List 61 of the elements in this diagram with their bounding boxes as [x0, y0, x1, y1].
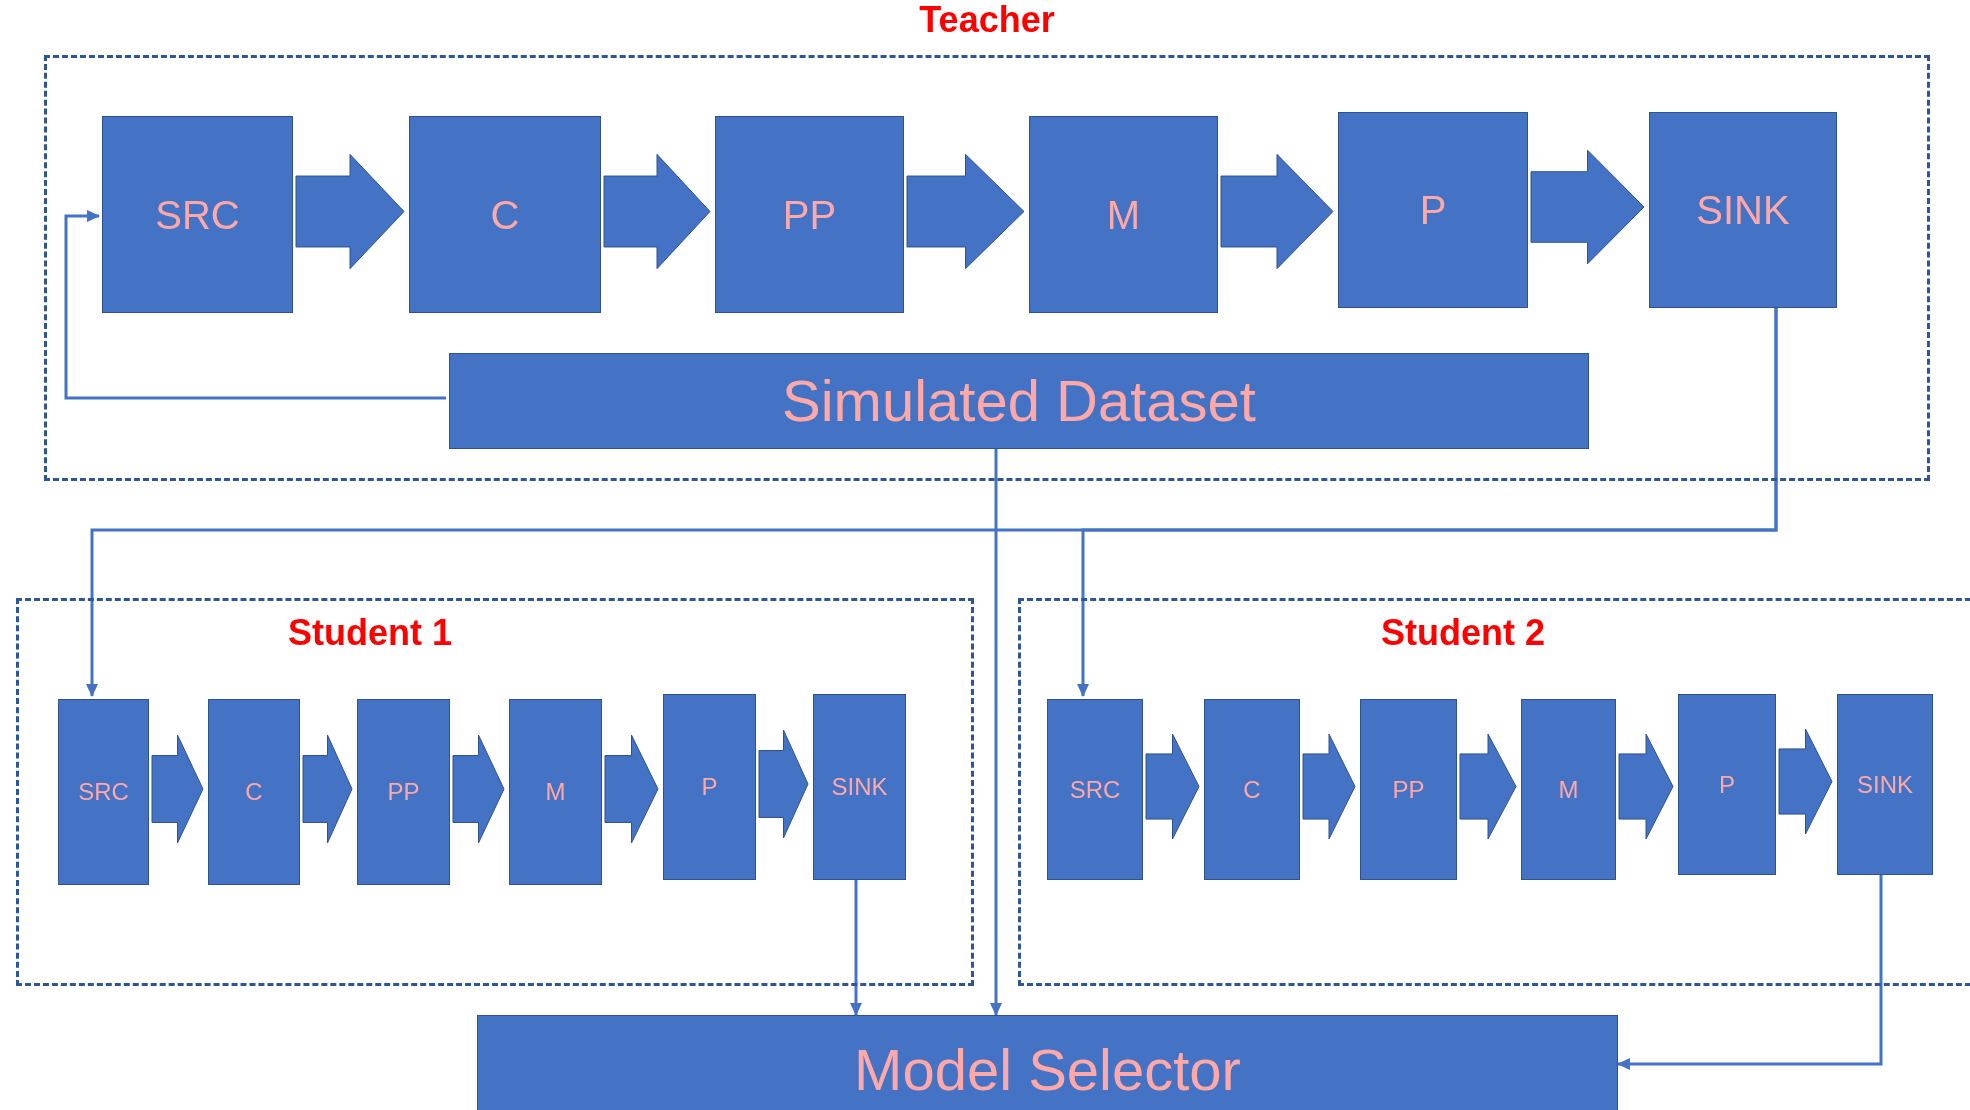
block-arrow [452, 734, 505, 844]
block-arrow [295, 153, 405, 270]
block-arrow [758, 729, 809, 839]
process-box [357, 699, 450, 885]
box-label: P [701, 775, 718, 799]
process-box [409, 116, 601, 313]
process-box [1678, 694, 1776, 875]
connector-arrow [64, 210, 446, 400]
block-arrow [151, 734, 204, 844]
box-label: SINK [1696, 190, 1790, 230]
block-arrow [603, 153, 711, 270]
process-box [1360, 699, 1457, 880]
box-label: PP [1392, 777, 1425, 802]
box-label: SRC [155, 194, 240, 235]
block-arrow [302, 734, 353, 844]
block-arrow [1530, 149, 1645, 265]
box-label: C [245, 780, 263, 804]
process-box [1047, 699, 1143, 880]
box-label: P [1419, 190, 1447, 230]
dashed-group-frame [1018, 598, 1970, 986]
process-box [509, 699, 602, 885]
block-arrow [1220, 153, 1334, 270]
block-arrow [1778, 728, 1833, 835]
box-label: M [1106, 194, 1141, 235]
block-arrow [604, 734, 659, 844]
box-label: SINK [831, 775, 888, 799]
group-title: Teacher [918, 2, 1056, 38]
box-label: C [490, 194, 520, 235]
box-label: M [1558, 777, 1579, 802]
box-label: SINK [1857, 772, 1913, 797]
box-label: PP [387, 780, 420, 804]
block-arrow [1618, 733, 1674, 840]
process-box [1521, 699, 1616, 880]
process-box [208, 699, 300, 885]
group-title: Student 2 [1380, 615, 1546, 651]
box-label: SRC [1069, 777, 1121, 802]
block-arrow [1302, 733, 1356, 840]
box-label: P [1719, 772, 1735, 797]
group-title: Student 1 [287, 615, 453, 651]
process-box [1338, 112, 1528, 308]
process-box [1837, 694, 1933, 875]
block-arrow [906, 153, 1025, 270]
process-box [813, 694, 906, 880]
block-arrow [1459, 733, 1517, 840]
block-arrow [1145, 733, 1200, 840]
wide-process-bar [477, 1015, 1618, 1110]
process-box [663, 694, 756, 880]
process-box [715, 116, 904, 313]
process-box [58, 699, 149, 885]
box-label: C [1243, 777, 1261, 802]
box-label: Simulated Dataset [782, 372, 1256, 430]
box-label: PP [782, 194, 837, 235]
process-box [1204, 699, 1300, 880]
dashed-group-frame [16, 598, 974, 986]
process-box [1649, 112, 1837, 308]
box-label: SRC [78, 780, 129, 804]
box-label: M [545, 780, 566, 804]
wide-process-bar [449, 353, 1589, 449]
process-box [1029, 116, 1218, 313]
process-box [102, 116, 293, 313]
box-label: Model Selector [854, 1041, 1241, 1099]
